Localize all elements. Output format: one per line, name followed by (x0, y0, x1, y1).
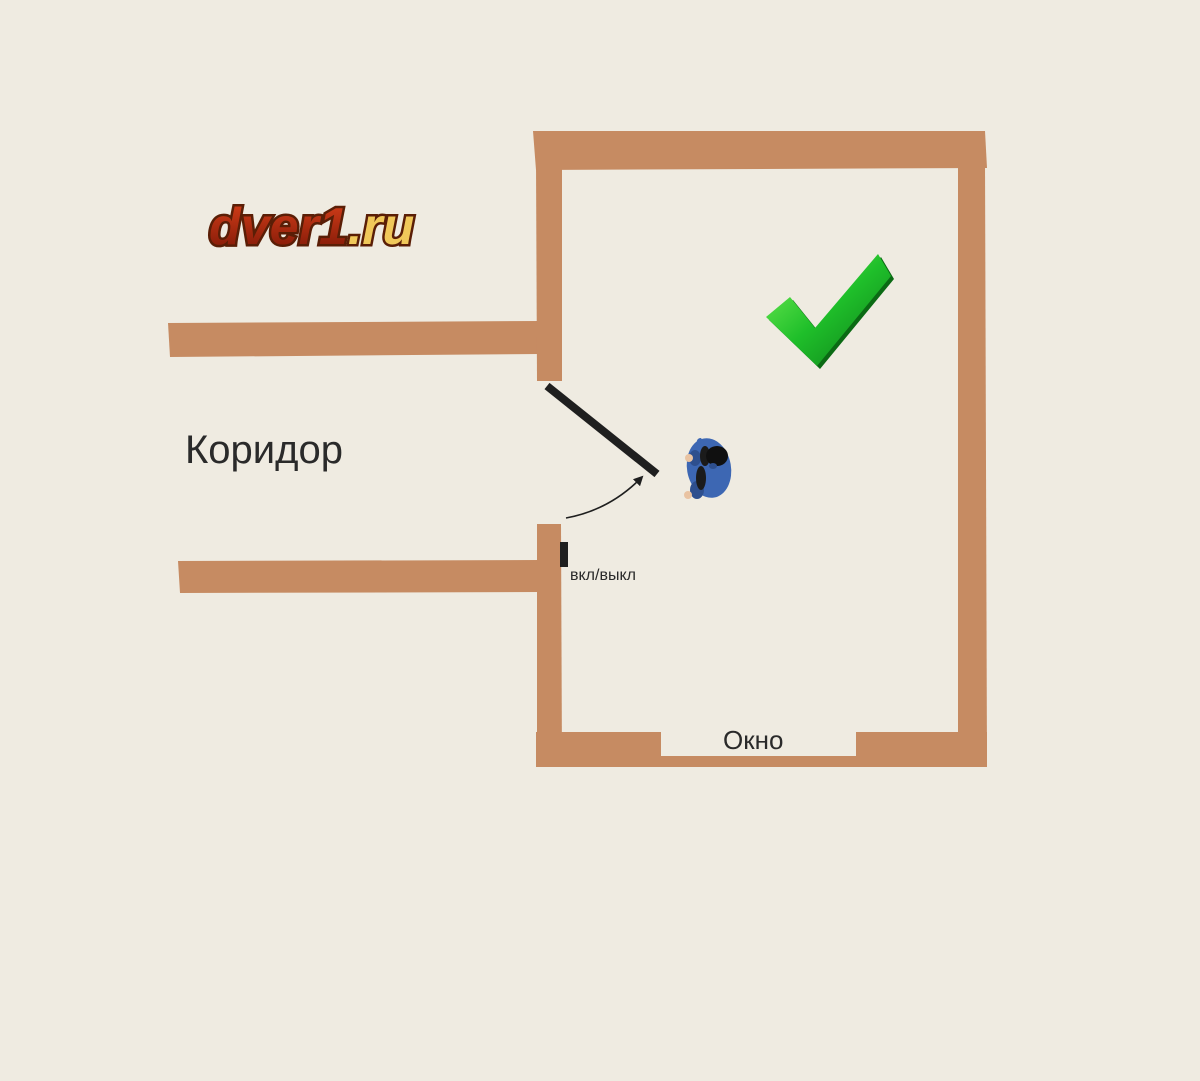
logo-suffix: .ru (348, 198, 414, 256)
corridor-wall-top (168, 321, 540, 357)
logo-main: dver1 (209, 198, 348, 256)
room-wall-bottom-left (536, 732, 661, 767)
room-wall-top (533, 131, 987, 170)
window-sill (661, 756, 856, 767)
room-wall-left-upper (536, 162, 562, 381)
checkmark-icon (766, 254, 894, 369)
person-topdown-icon (684, 438, 732, 499)
light-switch (560, 542, 568, 567)
door-swing-arrow (565, 475, 644, 519)
room-wall-left-lower (537, 524, 562, 767)
corridor-wall-bottom (178, 560, 540, 593)
door-leaf (544, 382, 660, 478)
window-label: Окно (723, 725, 783, 755)
corridor-label: Коридор (185, 428, 343, 472)
room-wall-right (958, 162, 987, 767)
svg-text:dver1.ru: dver1.ru (209, 198, 414, 256)
room-wall-bottom-right (856, 732, 987, 767)
switch-label: вкл/выкл (570, 567, 636, 584)
site-logo: dver1.ru (207, 196, 417, 259)
